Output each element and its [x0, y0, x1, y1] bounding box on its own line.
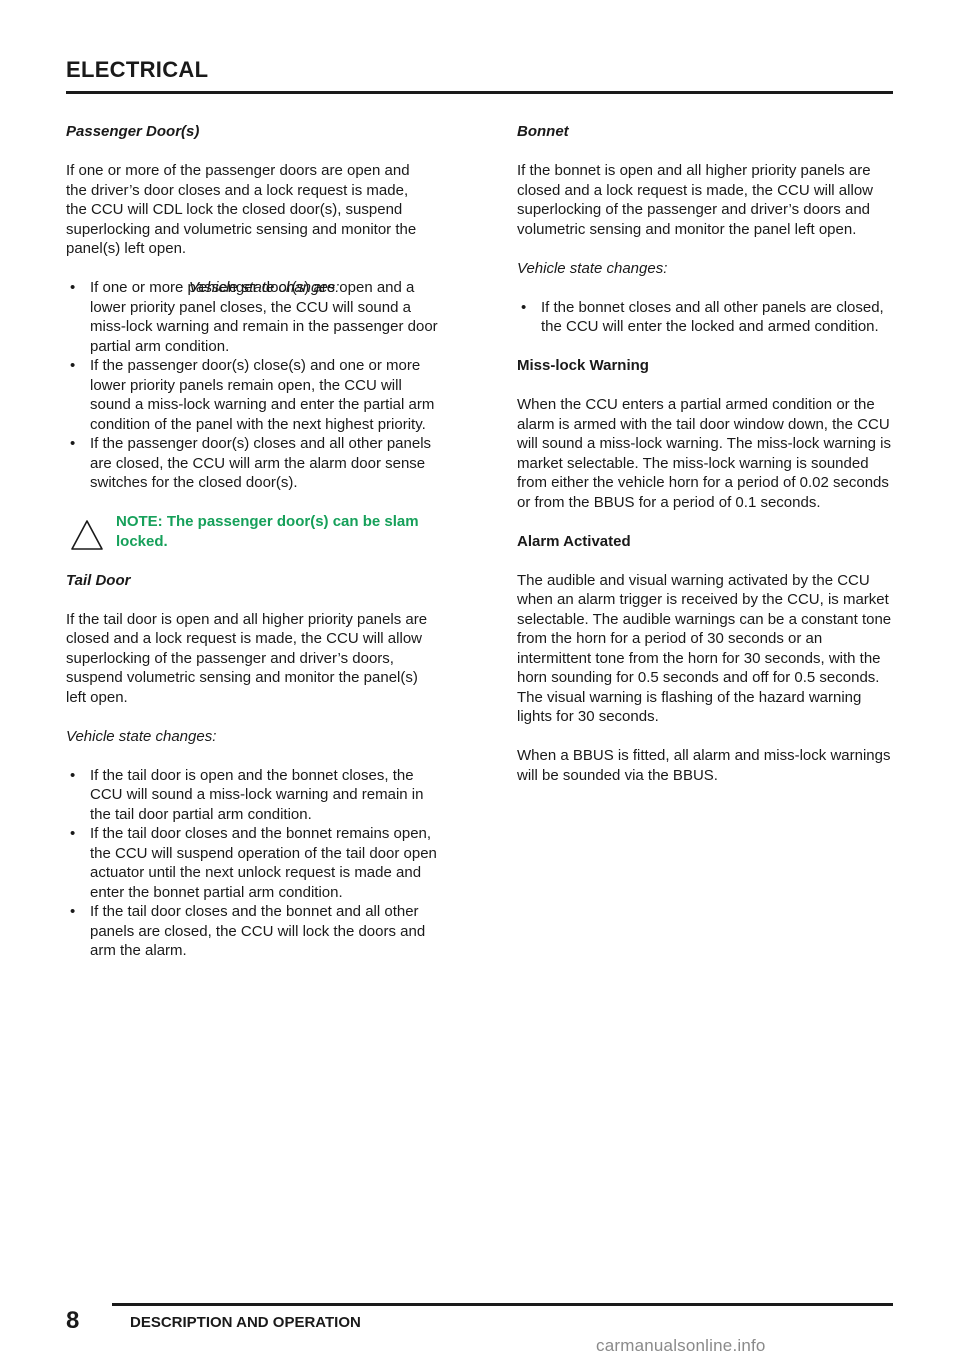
- header-rule: [66, 91, 893, 94]
- miss-lock-paragraph: When the CCU enters a partial armed cond…: [517, 396, 892, 511]
- footer-section-title: DESCRIPTION AND OPERATION: [130, 1314, 361, 1331]
- list-item: If the tail door closes and the bonnet r…: [66, 824, 442, 902]
- section-heading-miss-lock: Miss-lock Warning: [517, 357, 649, 374]
- paragraph-line: If one or more of the passenger doors ar…: [66, 162, 410, 179]
- passenger-doors-bullets: If one or more passenger door(s) are ope…: [66, 278, 442, 493]
- paragraph-line: the driver’s door closes and a lock requ…: [66, 181, 409, 199]
- bbus-paragraph: When a BBUS is fitted, all alarm and mis…: [517, 747, 891, 784]
- section-heading-passenger-doors: Passenger Door(s): [66, 123, 200, 140]
- footer-rule: [112, 1303, 893, 1306]
- passenger-doors-paragraph: If one or more of the passenger doors ar…: [66, 161, 442, 300]
- warning-triangle-icon: [71, 520, 103, 550]
- watermark-text[interactable]: carmanualsonline.info: [596, 1336, 766, 1355]
- left-column: Passenger Door(s) If one or more of the …: [66, 122, 442, 980]
- list-item: If the tail door closes and the bonnet a…: [66, 902, 442, 961]
- bonnet-bullets: If the bonnet closes and all other panel…: [517, 298, 893, 337]
- tail-door-paragraph: If the tail door is open and all higher …: [66, 610, 428, 706]
- bonnet-paragraph: If the bonnet is open and all higher pri…: [517, 162, 873, 238]
- paragraph-line: superlocking and volumetric sensing and …: [66, 220, 417, 238]
- tail-door-bullets: If the tail door is open and the bonnet …: [66, 766, 442, 961]
- list-item: If one or more passenger door(s) are ope…: [66, 278, 442, 356]
- tail-door-subheading: Vehicle state changes:: [66, 727, 217, 745]
- page-number: 8: [66, 1307, 80, 1334]
- paragraph-line: panel(s) left open.: [66, 240, 187, 257]
- list-item: If the passenger door(s) close(s) and on…: [66, 356, 442, 434]
- section-heading-bonnet: Bonnet: [517, 123, 569, 140]
- paragraph-line: the CCU will CDL lock the closed door(s)…: [66, 201, 403, 218]
- section-heading-alarm: Alarm Activated: [517, 532, 631, 550]
- list-item: If the tail door is open and the bonnet …: [66, 766, 442, 825]
- right-column: Bonnet If the bonnet is open and all hig…: [517, 122, 893, 805]
- list-item: If the bonnet closes and all other panel…: [517, 298, 893, 337]
- list-item: If the passenger door(s) closes and all …: [66, 434, 442, 493]
- note-block: NOTE: The passenger door(s) can be slam …: [66, 512, 442, 551]
- bonnet-subheading: Vehicle state changes:: [517, 259, 668, 277]
- alarm-paragraph: The audible and visual warning activated…: [517, 571, 892, 726]
- note-text: NOTE: The passenger door(s) can be slam …: [116, 513, 419, 550]
- section-heading-tail-door: Tail Door: [66, 571, 131, 589]
- page-header-title: ELECTRICAL: [66, 57, 209, 82]
